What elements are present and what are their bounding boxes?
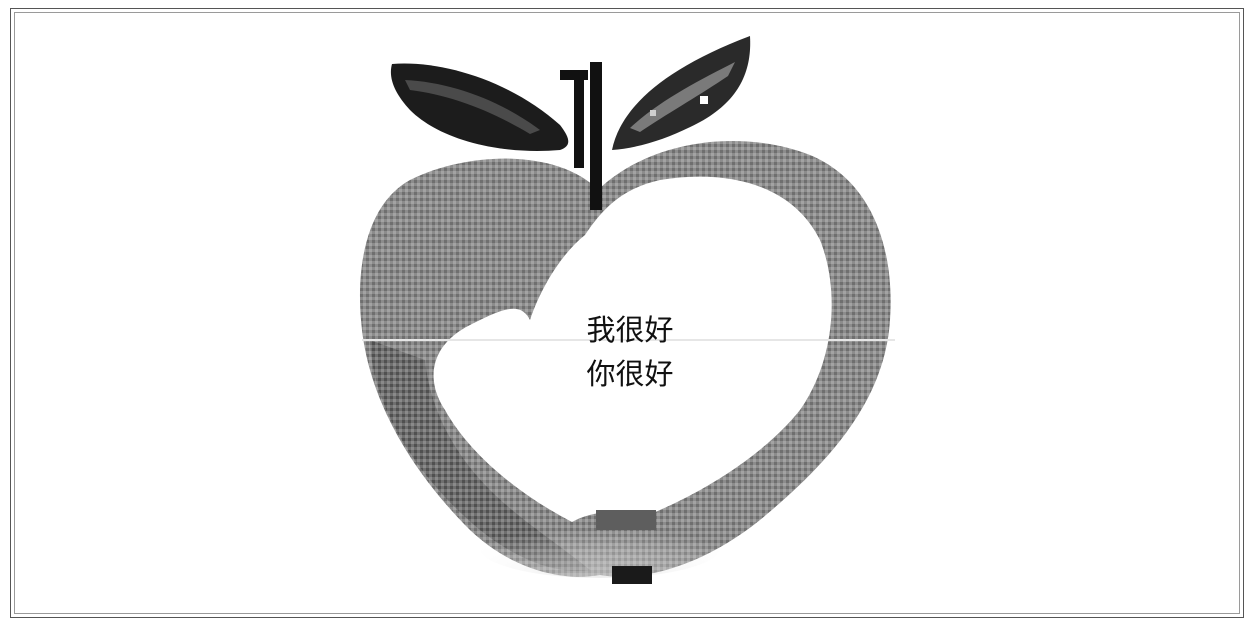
figure-frame [10,8,1244,618]
apple-shadow [370,340,590,572]
caption-line-2: 你很好 [586,357,674,391]
apple-caption: 我很好 你很好 [540,308,720,396]
caption-line-1: 我很好 [586,313,674,347]
apple-stem [590,62,602,210]
apple-body [359,140,891,577]
